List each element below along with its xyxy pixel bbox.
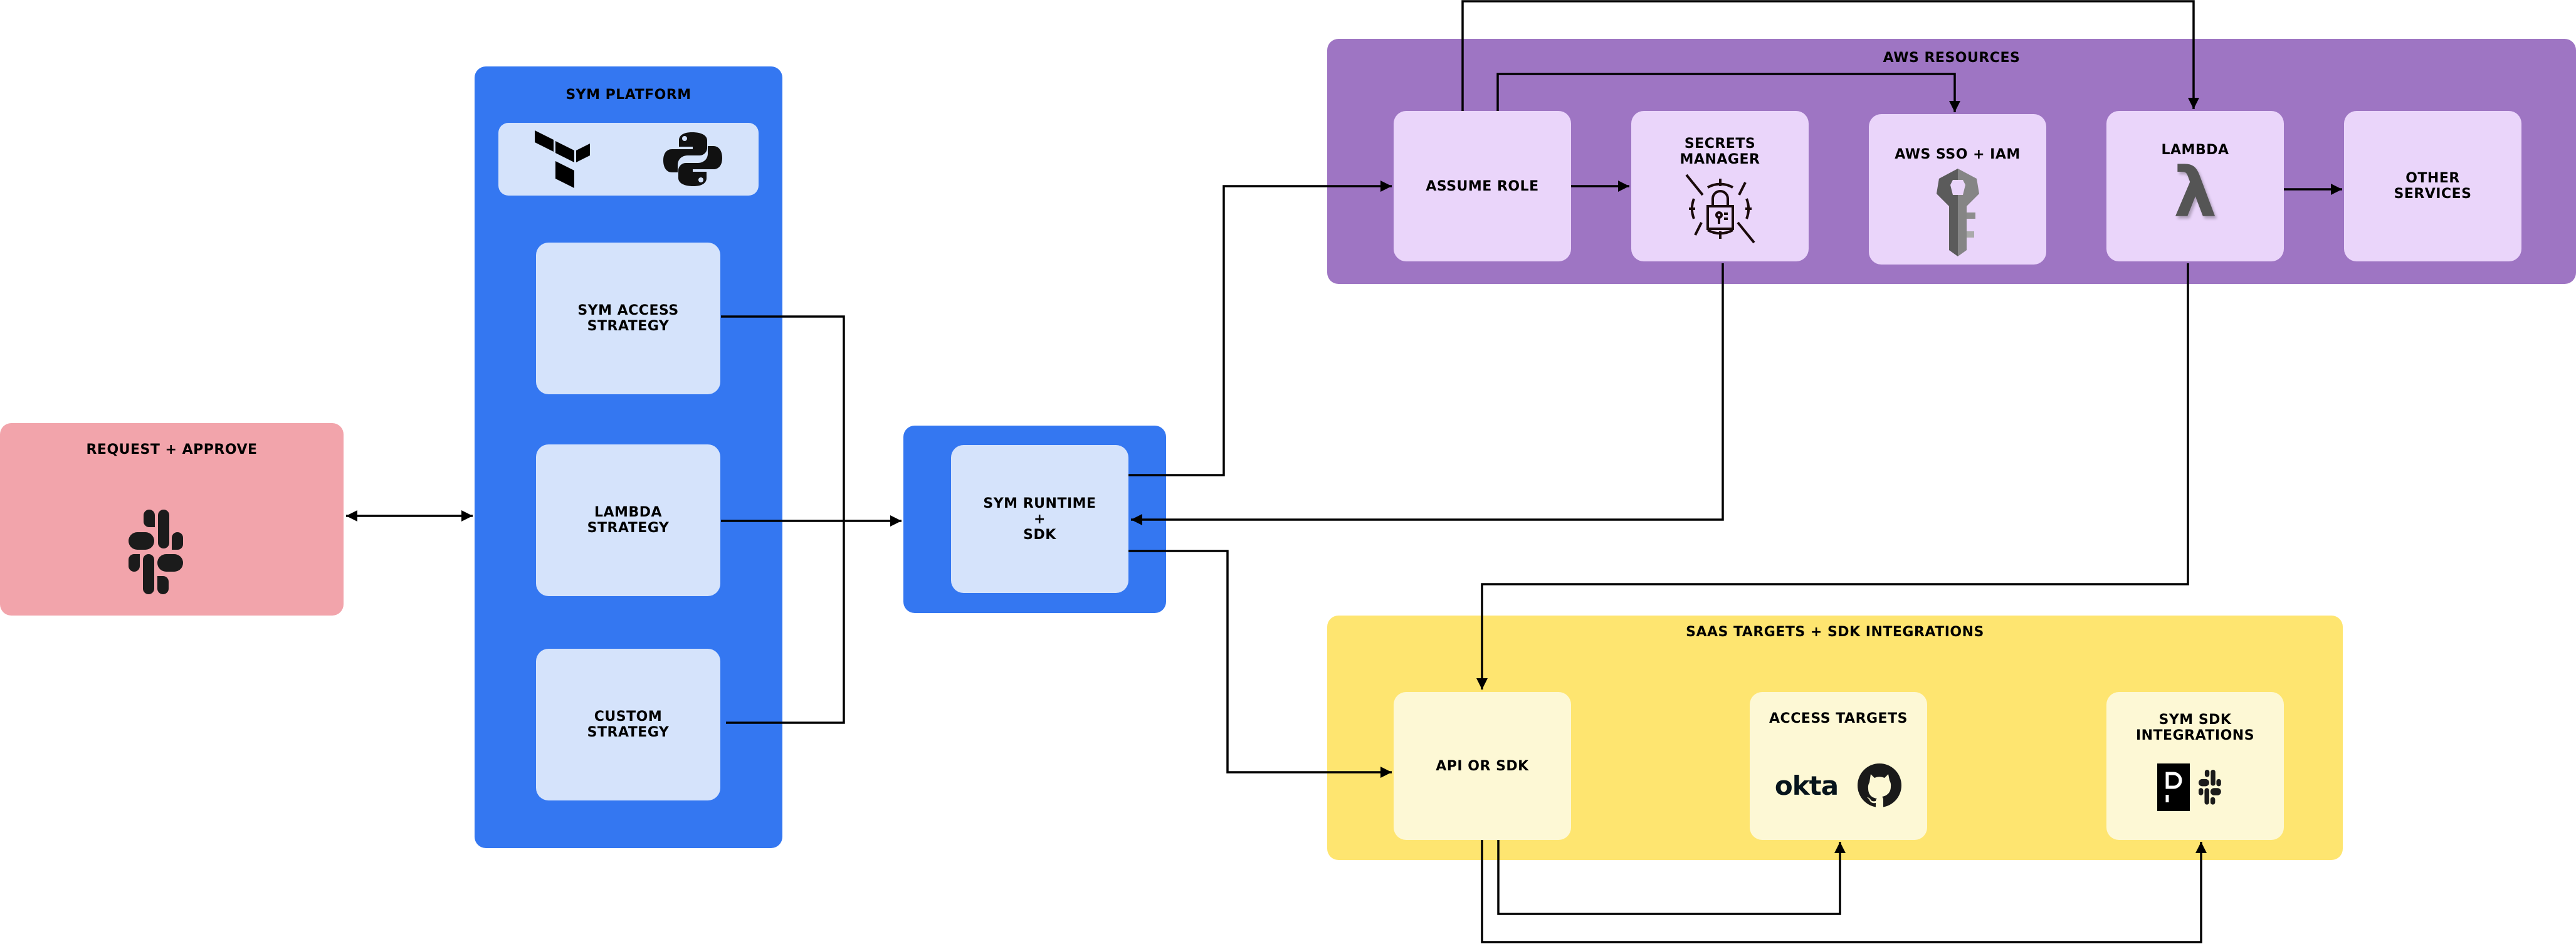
secrets-label: SECRETS	[1684, 136, 1756, 152]
pagerduty-icon	[2157, 763, 2190, 811]
strategy-label: LAMBDA	[594, 505, 662, 520]
access-targets-logos: okta	[1775, 763, 1902, 808]
strategy-label: STRATEGY	[587, 520, 670, 536]
custom-strategy-box[interactable]: CUSTOM STRATEGY	[536, 649, 720, 800]
other-services-box[interactable]: OTHER SERVICES	[2344, 111, 2521, 261]
connector-assume-lambda	[1461, 0, 2199, 111]
request-approve-group: REQUEST + APPROVE	[0, 423, 344, 616]
aws-sso-iam-box[interactable]: AWS SSO + IAM	[1869, 114, 2046, 265]
assume-role-box[interactable]: ASSUME ROLE	[1394, 111, 1571, 261]
tooling-box	[498, 123, 759, 196]
secrets-lock-icon	[1685, 174, 1755, 244]
sdk-integrations-label: SYM SDK	[2158, 712, 2232, 728]
github-icon	[1858, 763, 1902, 808]
connector-secrets-runtime	[1131, 263, 1724, 525]
saas-targets-title: SAAS TARGETS + SDK INTEGRATIONS	[1686, 624, 1984, 640]
sym-platform-group: SYM PLATFORM SYM ACCESS STRATEGY LAMBDA …	[475, 66, 782, 848]
api-or-sdk-box[interactable]: API OR SDK	[1394, 692, 1571, 840]
sdk-integration-logos	[2157, 762, 2234, 812]
api-or-sdk-label: API OR SDK	[1436, 758, 1529, 774]
okta-logo: okta	[1774, 770, 1839, 801]
request-approve-title: REQUEST + APPROVE	[86, 442, 258, 458]
sym-access-strategy-box[interactable]: SYM ACCESS STRATEGY	[536, 243, 720, 394]
strategy-label: CUSTOM	[594, 709, 663, 725]
slack-icon	[2198, 770, 2221, 805]
runtime-label: SYM RUNTIME	[983, 495, 1096, 511]
runtime-label: SDK	[1023, 527, 1056, 543]
other-services-label: SERVICES	[2394, 186, 2472, 202]
sdk-integrations-label: INTEGRATIONS	[2135, 728, 2255, 743]
connector-assume-sso	[1496, 73, 1960, 112]
connector-lambda-api	[1476, 263, 2189, 690]
sso-label: AWS SSO + IAM	[1895, 147, 2021, 162]
secrets-manager-box[interactable]: SECRETS MANAGER	[1631, 111, 1809, 261]
connector-runtime-api	[1128, 550, 1392, 778]
terraform-icon	[535, 130, 591, 188]
strategy-label: STRATEGY	[587, 318, 670, 334]
secrets-label: MANAGER	[1680, 152, 1760, 167]
access-targets-box[interactable]: ACCESS TARGETS okta	[1750, 692, 1927, 840]
python-icon	[663, 132, 722, 186]
lambda-icon: λ	[2173, 152, 2217, 233]
aws-resources-title: AWS RESOURCES	[1883, 50, 2021, 66]
assume-role-label: ASSUME ROLE	[1426, 178, 1539, 194]
connector-access-strategy	[721, 315, 845, 724]
sym-runtime-sdk-box[interactable]: SYM RUNTIME + SDK	[951, 445, 1128, 593]
strategy-label: SYM ACCESS	[577, 303, 679, 318]
sym-runtime-group: SYM RUNTIME + SDK	[903, 426, 1166, 613]
sym-platform-title: SYM PLATFORM	[565, 87, 691, 103]
connector-api-access	[1497, 840, 1846, 915]
lambda-box[interactable]: LAMBDA λ	[2106, 111, 2284, 261]
connector-api-sdk	[1481, 840, 2207, 943]
runtime-label: +	[1034, 511, 1046, 527]
lambda-label: LAMBDA	[2161, 142, 2229, 158]
slack-icon	[129, 510, 183, 594]
lambda-strategy-box[interactable]: LAMBDA STRATEGY	[536, 444, 720, 596]
sym-sdk-integrations-box[interactable]: SYM SDK INTEGRATIONS	[2106, 692, 2284, 840]
connector-runtime-assume-role	[1128, 181, 1392, 476]
other-services-label: OTHER	[2405, 170, 2460, 186]
iam-key-icon	[1936, 169, 1979, 256]
access-targets-label: ACCESS TARGETS	[1769, 711, 1908, 726]
strategy-label: STRATEGY	[587, 725, 670, 740]
